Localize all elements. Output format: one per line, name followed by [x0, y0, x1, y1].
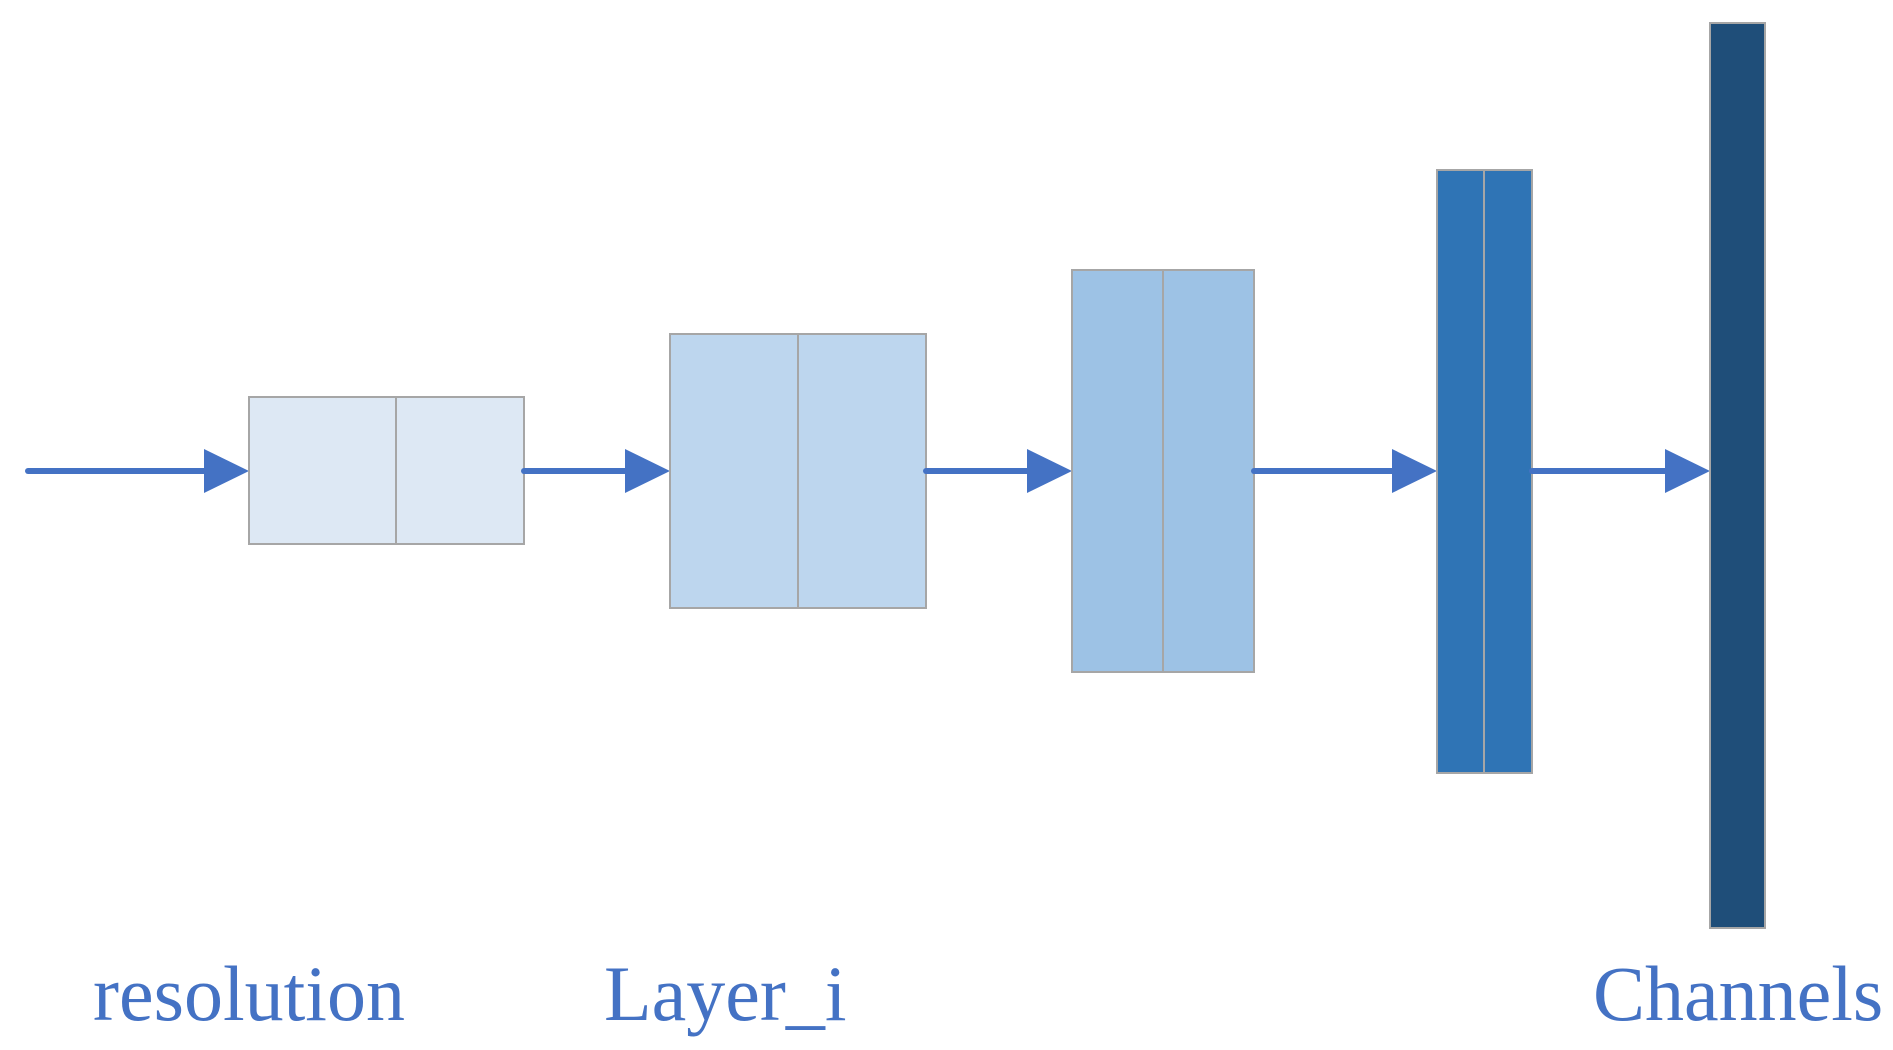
stage-4-right-half [1483, 169, 1533, 774]
stage-1-left-half [248, 396, 397, 545]
flow-arrow-1-2 [521, 449, 670, 493]
stage-2-left-half [669, 333, 799, 609]
stage-5-bar [1709, 22, 1766, 929]
stage-4-block [1436, 169, 1533, 774]
stage-4-left-half [1436, 169, 1485, 774]
stage-2-right-half [797, 333, 927, 609]
resolution-label: resolution [93, 950, 405, 1037]
channels-label: Channels [1593, 950, 1884, 1037]
stage-3-left-half [1071, 269, 1164, 673]
flow-arrow-input [25, 449, 249, 493]
layer-label: Layer_i [604, 950, 847, 1037]
flow-arrow-2-3 [923, 449, 1072, 493]
stage-5-block [1709, 22, 1766, 929]
stage-2-block [669, 333, 927, 609]
flow-arrow-3-4 [1251, 449, 1437, 493]
stage-1-right-half [395, 396, 525, 545]
stage-3-right-half [1162, 269, 1255, 673]
stage-1-block [248, 396, 525, 545]
stage-3-block [1071, 269, 1255, 673]
flow-arrow-4-5 [1529, 449, 1710, 493]
